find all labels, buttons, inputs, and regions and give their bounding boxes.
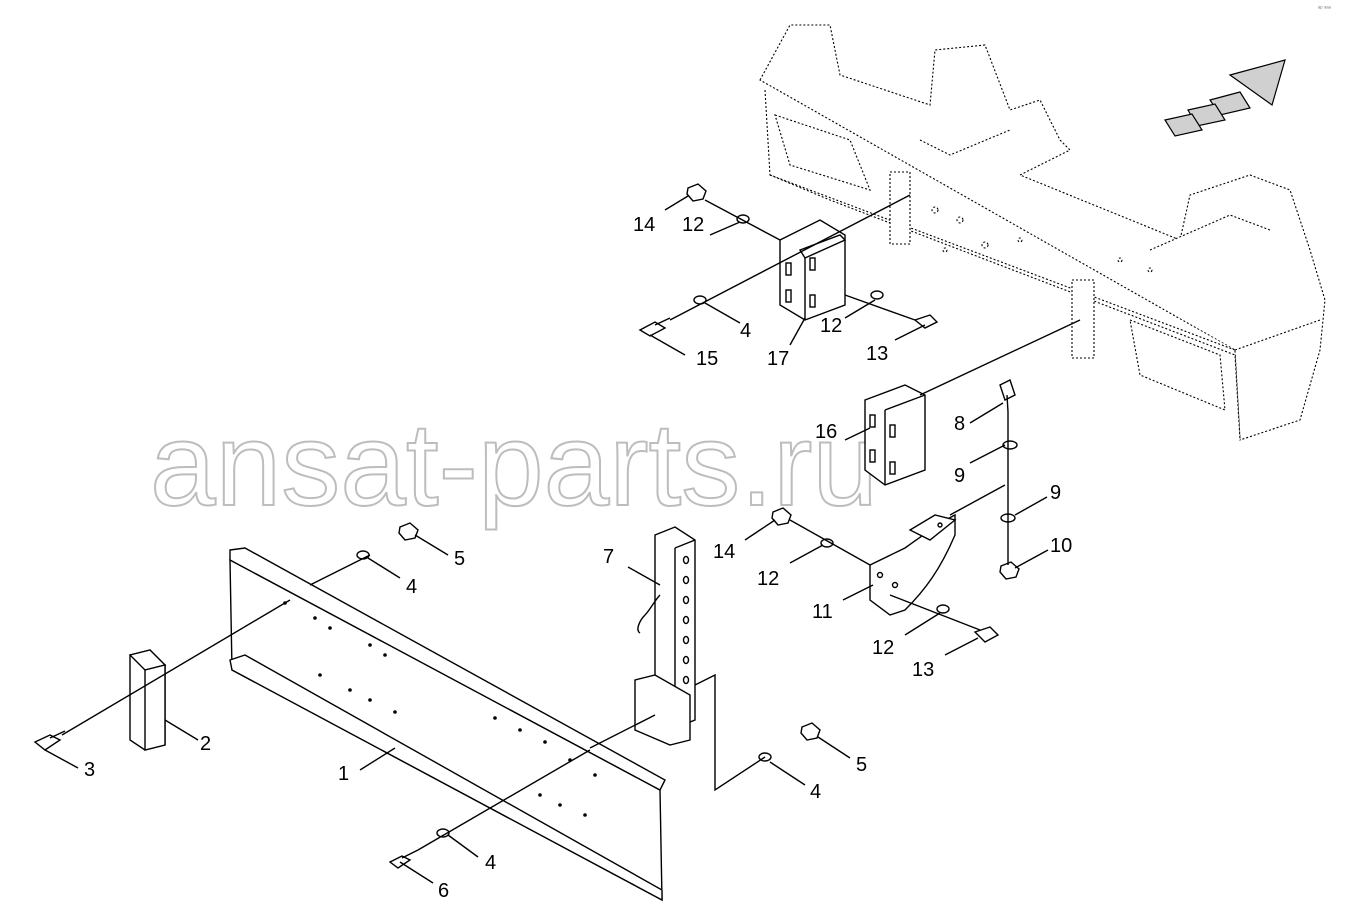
callout-13-a: 13	[866, 343, 888, 365]
callout-4-b: 4	[485, 852, 496, 874]
corner-mark: ᵃᵖ ᵃᵃᵃ	[1318, 6, 1332, 12]
spacer-block	[128, 649, 167, 751]
curved-bracket	[869, 513, 957, 616]
leader-lines	[44, 195, 1049, 884]
callout-9-a: 9	[954, 465, 965, 487]
callout-13-b: 13	[912, 659, 934, 681]
callout-17: 17	[767, 348, 789, 370]
callout-1: 1	[338, 763, 349, 785]
callout-8: 8	[954, 413, 965, 435]
callout-5-a: 5	[454, 548, 465, 570]
callout-15: 15	[696, 348, 718, 370]
callout-labels: 1 2 3 4 4 4 4 5 5 6 7 8 9 9 10 11 12 12 …	[84, 214, 1072, 902]
callout-2: 2	[200, 733, 211, 755]
callout-12-b: 12	[820, 315, 842, 337]
callout-7: 7	[603, 546, 614, 568]
lower-bracket	[864, 384, 926, 486]
vertical-bracket	[634, 526, 696, 746]
callout-3: 3	[84, 759, 95, 781]
callout-16: 16	[815, 421, 837, 443]
callout-12-c: 12	[757, 568, 779, 590]
watermark-text: ansat-parts.ru	[150, 399, 878, 531]
callout-5-b: 5	[856, 754, 867, 776]
assembly-lines	[61, 194, 1081, 851]
callout-14-a: 14	[633, 214, 655, 236]
callout-12-a: 12	[682, 214, 704, 236]
callout-4-d: 4	[740, 320, 751, 342]
callout-6: 6	[438, 880, 449, 902]
upper-bracket	[779, 219, 847, 321]
callout-4-a: 4	[406, 576, 417, 598]
callout-10: 10	[1050, 535, 1072, 557]
callout-14-b: 14	[713, 541, 735, 563]
underrun-bar	[229, 547, 666, 902]
fasteners	[33, 183, 1020, 869]
callout-12-d: 12	[872, 637, 894, 659]
callout-9-b: 9	[1050, 482, 1061, 504]
forward-direction-arrow-icon	[1164, 59, 1286, 137]
frame-crossmember-ghost	[759, 24, 1326, 441]
callout-4-c: 4	[810, 781, 821, 803]
callout-11: 11	[812, 601, 833, 623]
